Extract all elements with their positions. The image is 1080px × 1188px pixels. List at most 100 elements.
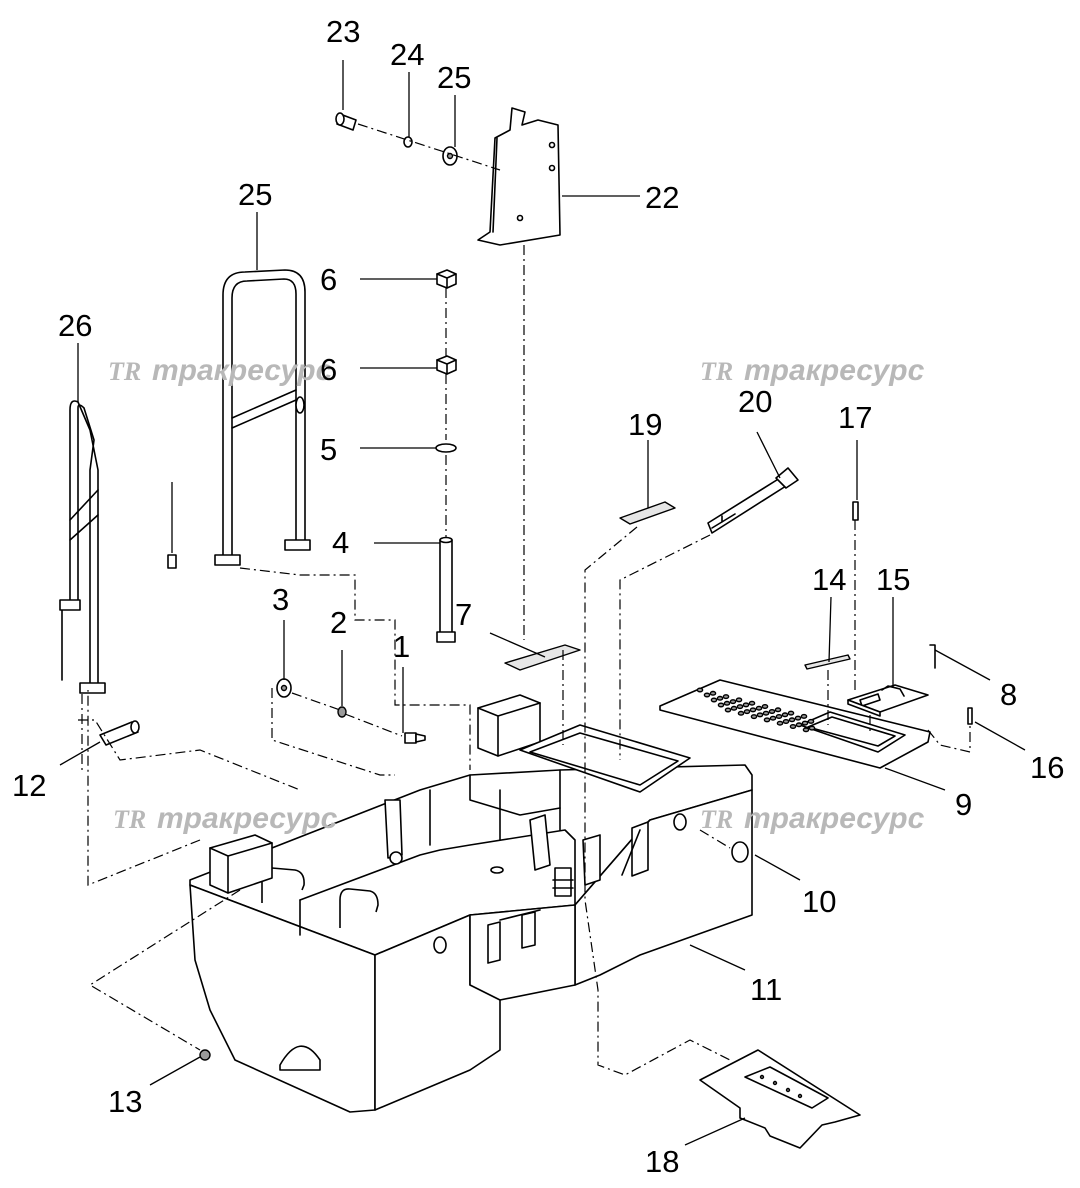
perforation-hole <box>789 724 797 730</box>
callout-9: 9 <box>955 787 972 822</box>
perforation-hole <box>730 705 738 711</box>
strip-14 <box>804 654 851 670</box>
perforation-hole <box>724 707 732 713</box>
svg-text:тракресурс: тракресурс <box>152 354 333 387</box>
perforation-hole <box>742 702 750 708</box>
watermark-mid-left: TR тракресурс <box>113 802 338 835</box>
main-housing-11 <box>189 764 753 1113</box>
perforation-hole <box>807 718 815 724</box>
perforation-hole <box>802 727 810 733</box>
perforation-hole <box>795 722 803 728</box>
callout-21: 22 <box>645 180 679 215</box>
perforation-hole <box>762 710 770 716</box>
housing-box-left <box>209 834 273 894</box>
callout-22: 23 <box>326 14 360 49</box>
callout-11: 11 <box>750 972 782 1007</box>
bolt-1 <box>404 732 426 744</box>
svg-text:TR: TR <box>700 357 733 386</box>
perforation-hole <box>776 720 784 726</box>
perforated-plate-9 <box>659 679 931 769</box>
watermark-top-left: TR тракресурс <box>108 354 333 387</box>
perforation-hole <box>774 707 782 713</box>
cover-15 <box>847 684 929 717</box>
svg-text:TR: TR <box>113 805 146 834</box>
pin-8 <box>929 644 936 669</box>
bracket-21 <box>477 107 561 246</box>
svg-text:TR: TR <box>700 805 733 834</box>
perforation-hole <box>788 717 796 723</box>
callout-25-left: 26 <box>58 308 92 343</box>
callout-5: 5 <box>320 432 337 467</box>
perforation-hole <box>710 697 718 703</box>
perforation-hole <box>749 707 757 713</box>
grip-12 <box>99 720 140 746</box>
perforation-hole <box>800 713 808 719</box>
perforation-hole <box>787 710 795 716</box>
perforation-hole <box>722 694 730 700</box>
callout-24: 25 <box>437 60 471 95</box>
perforation-hole <box>801 720 809 726</box>
callout-6-lower: 6 <box>320 352 337 387</box>
perforation-hole <box>763 717 771 723</box>
perforation-hole <box>748 700 756 706</box>
callout-14: 14 <box>812 562 846 597</box>
perforation-hole <box>696 687 704 693</box>
callout-8: 8 <box>1000 677 1017 712</box>
perforation-hole <box>808 725 816 731</box>
perforation-hole <box>750 714 758 720</box>
perforation-hole <box>761 704 769 710</box>
bolt-26 <box>167 554 177 569</box>
perforation-hole <box>737 710 745 716</box>
callout-2: 2 <box>330 605 347 640</box>
perforation-hole <box>709 690 717 696</box>
bolt-22 <box>335 112 357 131</box>
svg-text:тракресурс: тракресурс <box>157 802 338 835</box>
perforation-hole <box>743 709 751 715</box>
callout-3: 3 <box>272 582 289 617</box>
svg-text:тракресурс: тракресурс <box>744 802 925 835</box>
perforation-hole <box>729 699 737 705</box>
callout-6-upper: 6 <box>320 262 337 297</box>
watermark-mid-right: TR тракресурс <box>700 802 925 835</box>
perforation-hole <box>723 700 731 706</box>
perforation-hole <box>755 705 763 711</box>
post-4 <box>436 536 456 643</box>
callout-13: 13 <box>108 1084 142 1119</box>
washer-23 <box>403 136 413 148</box>
handrail-25-center <box>214 269 311 566</box>
leader-lines <box>59 60 1026 1146</box>
pad-19 <box>619 501 676 525</box>
handrail-25-left <box>59 400 106 694</box>
callout-20: 20 <box>738 384 772 419</box>
callout-25-center: 25 <box>238 177 272 212</box>
box-on-deck <box>477 694 541 757</box>
callout-16: 16 <box>1030 750 1064 785</box>
callout-labels: 23 24 25 22 25 26 6 6 5 4 7 3 2 1 19 20 … <box>12 14 1064 1179</box>
perforation-hole <box>769 715 777 721</box>
plug-10 <box>731 841 749 863</box>
perforation-hole <box>781 712 789 718</box>
callout-17: 17 <box>838 400 872 435</box>
callout-1: 1 <box>393 629 410 664</box>
callout-12: 12 <box>12 768 46 803</box>
callout-23: 24 <box>390 37 424 72</box>
perforation-hole <box>703 692 711 698</box>
callout-10: 10 <box>802 884 836 919</box>
perforation-hole <box>756 712 764 718</box>
perforation-hole <box>768 709 776 715</box>
bolt-20 <box>707 467 799 534</box>
perforation-hole <box>716 695 724 701</box>
svg-text:TR: TR <box>108 357 141 386</box>
bolt-17 <box>852 501 859 521</box>
plate-18 <box>699 1049 861 1149</box>
perforation-hole <box>775 714 783 720</box>
svg-text:тракресурс: тракресурс <box>744 354 925 387</box>
callout-15: 15 <box>876 562 910 597</box>
assembly-lines <box>78 123 971 1076</box>
nut-6-upper <box>436 269 457 289</box>
callout-19: 19 <box>628 407 662 442</box>
bolt-16 <box>967 707 973 725</box>
perforation-hole <box>782 719 790 725</box>
callout-18: 18 <box>645 1144 679 1179</box>
